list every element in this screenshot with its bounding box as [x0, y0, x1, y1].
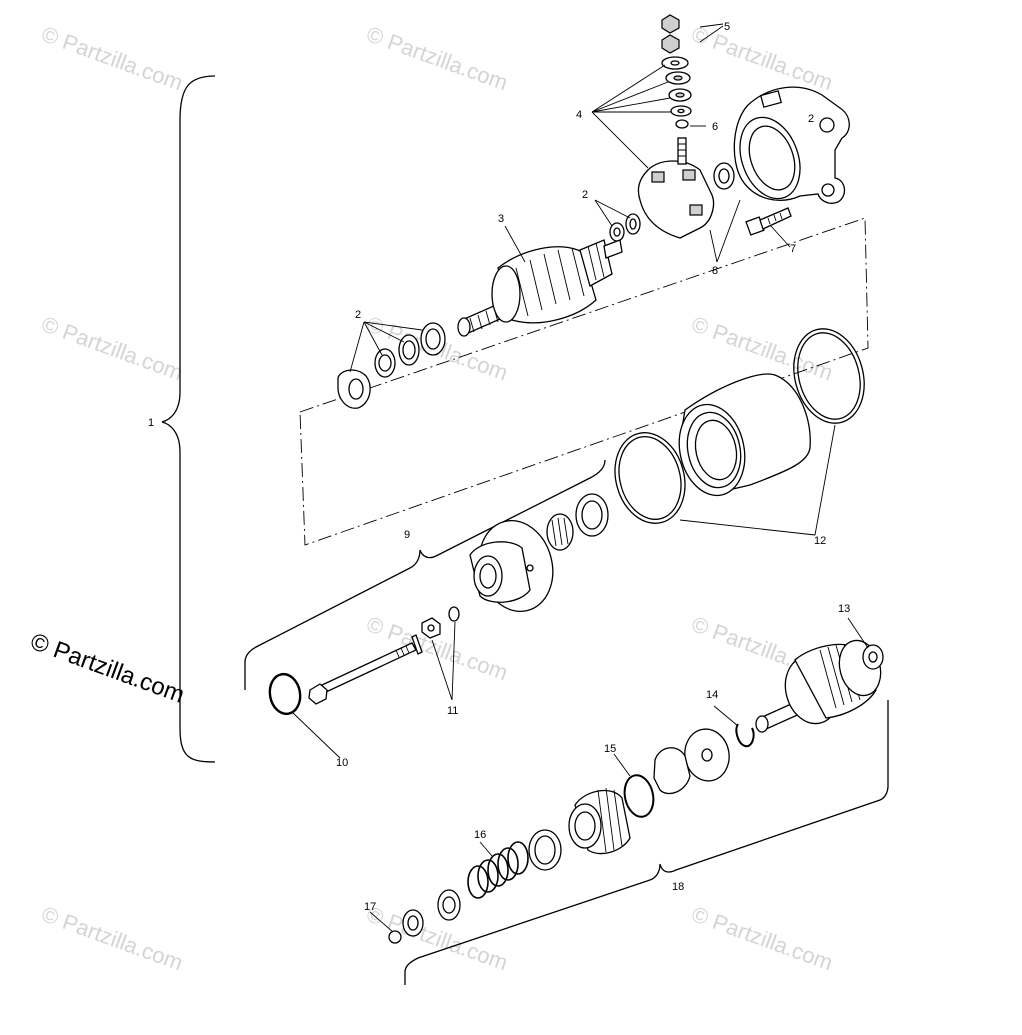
callout-11: 11 — [447, 705, 458, 717]
lock-plate — [421, 617, 441, 639]
callout-14: 14 — [706, 689, 718, 701]
watermark: © Partzilla.com — [38, 311, 186, 385]
callout-5: 5 — [724, 21, 730, 33]
bearing — [546, 493, 609, 551]
assembly-brace — [161, 75, 216, 763]
callout-7: 7 — [790, 243, 796, 255]
callout-2: 2 — [582, 189, 588, 201]
end-cover — [733, 86, 850, 204]
washer — [625, 213, 641, 235]
callout-12: 12 — [814, 535, 826, 547]
o-ring-10 — [268, 672, 302, 716]
retaining-clip — [623, 774, 655, 818]
callout-2: 2 — [808, 113, 814, 125]
bolt-7 — [745, 207, 792, 236]
watermark: © Partzilla.com — [38, 21, 186, 95]
sleeve — [528, 829, 562, 871]
callout-18: 18 — [672, 881, 684, 893]
field-housing — [678, 373, 811, 497]
spring — [467, 841, 529, 899]
through-bolt — [308, 634, 423, 705]
snap-ring-17 — [388, 930, 402, 944]
callout-17: 17 — [364, 901, 376, 913]
small-o-ring — [448, 606, 460, 622]
clutch-gear — [568, 787, 631, 855]
callout-9: 9 — [404, 529, 410, 541]
callout-6: 6 — [712, 121, 718, 133]
callout-3: 3 — [498, 213, 504, 225]
o-ring — [793, 328, 865, 424]
watermark: © Partzilla.com — [688, 21, 836, 95]
brush-holder — [637, 137, 715, 239]
o-ring — [614, 432, 686, 524]
watermark: © Partzilla.com — [688, 901, 836, 975]
callout-8: 8 — [712, 265, 718, 277]
callout-4: 4 — [576, 109, 582, 121]
callout-2: 2 — [355, 309, 361, 321]
brace-18 — [404, 700, 889, 985]
callout-1: 1 — [148, 417, 154, 429]
snap-ring — [735, 723, 755, 748]
bushing — [713, 162, 735, 190]
callout-15: 15 — [604, 743, 616, 755]
left-washers — [337, 322, 446, 409]
watermark: © Partzilla.com — [38, 901, 186, 975]
drive-end-housing — [469, 519, 554, 613]
collar — [437, 889, 461, 921]
callout-labels: 1 2 2 2 3 4 5 6 7 8 9 10 11 12 13 14 15 … — [148, 21, 850, 913]
split-collar — [653, 747, 691, 795]
callout-13: 13 — [838, 603, 850, 615]
armature — [457, 239, 623, 337]
callout-10: 10 — [336, 757, 348, 769]
washer-13 — [862, 644, 884, 670]
brace-9 — [244, 459, 606, 690]
assembly-outline — [299, 217, 869, 546]
leader-lines — [291, 23, 869, 933]
pinion-clutch — [755, 639, 882, 733]
collar — [402, 909, 424, 937]
terminal-hardware — [661, 14, 692, 129]
watermark: © Partzilla.com — [363, 901, 511, 975]
callout-16: 16 — [474, 829, 486, 841]
watermark: © Partzilla.com — [363, 21, 511, 95]
